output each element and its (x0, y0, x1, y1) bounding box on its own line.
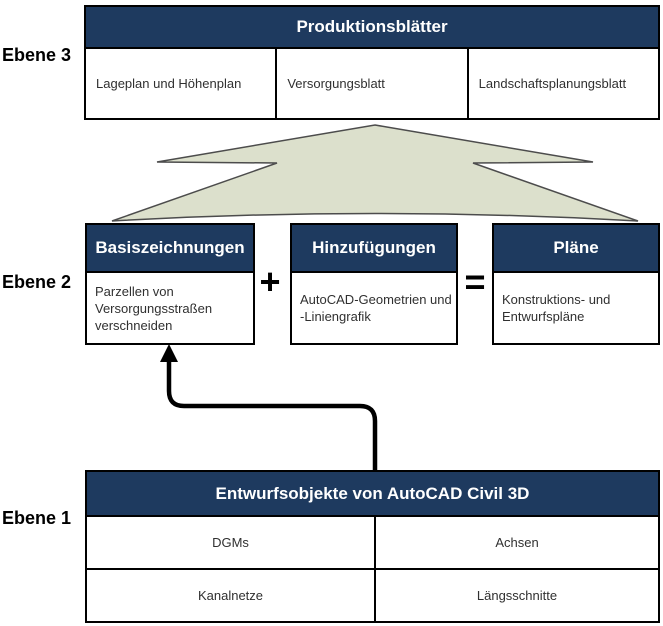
additions-box: Hinzufügungen AutoCAD-Geometrien und -Li… (290, 223, 458, 345)
design-objects-table: Entwurfsobjekte von AutoCAD Civil 3D DGM… (85, 470, 660, 623)
design-objects-row-1: DGMs Achsen (87, 517, 658, 570)
production-sheets-table: Produktionsblätter Lageplan und Höhenpla… (84, 5, 660, 120)
level-1-label: Ebene 1 (2, 508, 72, 528)
cell-lageplan: Lageplan und Höhenplan (96, 76, 242, 91)
base-drawings-body: Parzellen von Versorgungsstraßen verschn… (95, 283, 213, 333)
base-drawings-title: Basiszeichnungen (87, 225, 253, 273)
cell-kanalnetze: Kanalnetze (197, 588, 264, 603)
cell-landschaftsplanungsblatt: Landschaftsplanungsblatt (466, 49, 658, 118)
production-sheets-title: Produktionsblätter (86, 7, 658, 49)
level-3-label: Ebene 3 (2, 45, 72, 65)
plans-body: Konstruktions- und Entwurfspläne (502, 292, 611, 324)
cell-versorgungsblatt: Versorgungsblatt (275, 49, 466, 118)
base-drawings-box: Basiszeichnungen Parzellen von Versorgun… (85, 223, 255, 345)
additions-title: Hinzufügungen (292, 225, 456, 273)
design-objects-row-2: Kanalnetze Längsschnitte (87, 570, 658, 621)
cell-dgms: DGMs (212, 535, 249, 550)
plans-title: Pläne (494, 225, 658, 273)
equals-operator: = (464, 261, 486, 302)
curved-arrow-head-icon (160, 344, 178, 362)
curved-arrow-line (166, 358, 378, 470)
plus-operator: + (259, 261, 281, 302)
big-up-arrow-shape (111, 124, 639, 222)
level-2-label: Ebene 2 (2, 272, 72, 292)
plans-box: Pläne Konstruktions- und Entwurfspläne (492, 223, 660, 345)
production-sheets-row: Lageplan und Höhenplan Versorgungsblatt … (86, 49, 658, 118)
cell-laengsschnitte: Längsschnitte (374, 570, 658, 621)
cell-achsen: Achsen (374, 517, 658, 568)
additions-body: AutoCAD-Geometrien und -Liniengrafik (300, 292, 452, 324)
design-objects-title: Entwurfsobjekte von AutoCAD Civil 3D (87, 472, 658, 517)
